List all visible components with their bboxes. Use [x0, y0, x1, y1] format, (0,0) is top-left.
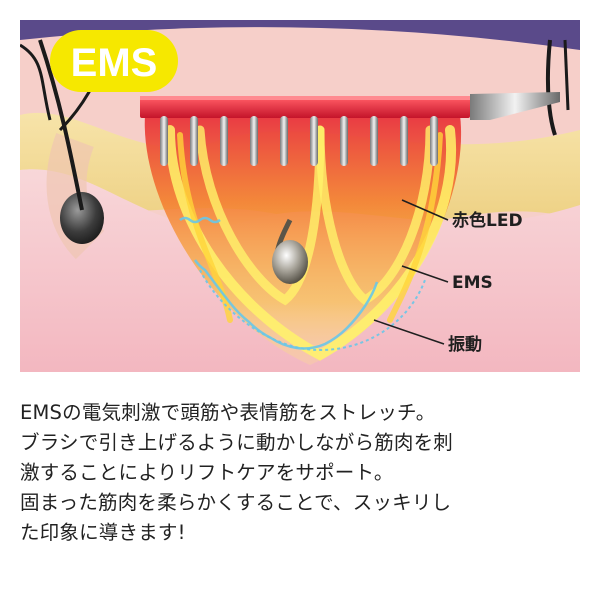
ems-badge: EMS	[50, 30, 178, 92]
label-vibration: 振動	[448, 334, 482, 355]
caption-line: ブラシで引き上げるように動かしながら筋肉を刺	[20, 431, 454, 454]
caption-line: EMSの電気刺激で頭筋や表情筋をストレッチ。	[20, 401, 436, 424]
description-text: EMSの電気刺激で頭筋や表情筋をストレッチ。 ブラシで引き上げるように動かしなが…	[20, 398, 582, 548]
label-red-led: 赤色LED	[452, 210, 523, 231]
caption-line: 激することによりリフトケアをサポート。	[20, 461, 394, 484]
ems-illustration: EMS 赤色LED EMS 振動	[20, 20, 580, 372]
caption-line: 固まった筋肉を柔らかくすることで、スッキリし	[20, 491, 452, 514]
label-ems: EMS	[452, 273, 493, 293]
caption-line: た印象に導きます!	[20, 521, 186, 544]
ems-badge-text: EMS	[71, 41, 158, 85]
